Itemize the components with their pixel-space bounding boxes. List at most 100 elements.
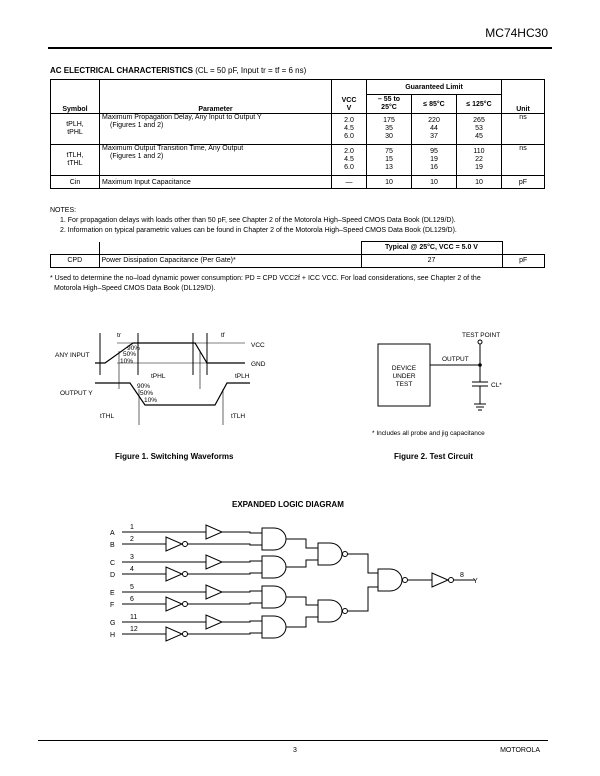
expanded-logic-diagram: A B C D E F G H 1 2 3 4 5 6 11 12 8 Y xyxy=(110,524,478,642)
input-d-label: D xyxy=(110,572,115,579)
row-vcc: 2.0 4.5 6.0 xyxy=(331,144,367,176)
input-waveform xyxy=(95,342,245,364)
cpd-footnote-line-2: Motorola High–Speed CMOS Data Book (DL12… xyxy=(54,285,216,292)
page-number: 3 xyxy=(293,747,297,754)
row-parameter: Maximum Input Capacitance xyxy=(99,175,332,189)
cell: 220 xyxy=(428,117,440,124)
footer-rule xyxy=(38,740,548,741)
row-parameter: Maximum Propagation Delay, Any Input to … xyxy=(99,113,332,145)
cell: 95 xyxy=(430,148,438,155)
tphl-label: tPHL xyxy=(151,373,166,380)
tthl-label: tTHL xyxy=(100,413,114,420)
cell: 35 xyxy=(385,125,393,132)
gnd-label: GND xyxy=(251,361,266,368)
buffer-gate xyxy=(205,524,223,540)
col-temp-125: ≤ 125°C xyxy=(456,94,502,114)
probe-capacitance-note: * Includes all probe and jig capacitance xyxy=(372,430,485,437)
input-b-label: B xyxy=(110,542,115,549)
header-rule xyxy=(48,47,552,49)
col-parameter: Parameter xyxy=(99,79,332,114)
col-guaranteed-limit: Guaranteed Limit xyxy=(366,79,502,95)
cpd-parameter: Power Dissipation Capacitance (Per Gate)… xyxy=(98,253,362,268)
device-under-test-box xyxy=(377,343,431,407)
output-y-label: Y xyxy=(473,578,478,585)
row-limit-25: 10 xyxy=(366,175,412,189)
output-90-label: 90% xyxy=(137,383,150,390)
col-vcc: VCC V xyxy=(331,79,367,114)
row-unit: pF xyxy=(501,175,545,189)
and-gate xyxy=(261,615,287,639)
output-waveform xyxy=(95,382,250,406)
tf-label: tf xyxy=(221,332,225,339)
wire xyxy=(222,560,262,563)
and-gate xyxy=(261,527,287,551)
wire xyxy=(185,572,262,575)
nand-gate-final xyxy=(377,568,408,592)
col-temp-25-a: – 55 to xyxy=(377,96,401,103)
input-c-label: C xyxy=(110,560,115,567)
row-symbol-a: tPLH, xyxy=(66,121,84,128)
cpd-footnote-line-1: * Used to determine the no–load dynamic … xyxy=(50,275,481,282)
cpd-value: 27 xyxy=(360,253,503,268)
buffer-gate xyxy=(205,584,223,600)
input-10-label: 10% xyxy=(120,358,133,365)
cell: 44 xyxy=(430,125,438,132)
output-50-label: 50% xyxy=(140,390,153,397)
wire xyxy=(286,616,318,628)
row-symbol: tTLH, tTHL xyxy=(50,144,100,176)
row-limit-85: 95 19 16 xyxy=(411,144,457,176)
input-e-label: E xyxy=(110,590,115,597)
pin-4-label: 4 xyxy=(130,566,134,573)
cell: 110 xyxy=(473,148,485,155)
note-2: 2. Information on typical parametric val… xyxy=(60,227,457,234)
cell: 30 xyxy=(385,133,393,140)
note-1: 1. For propagation delays with loads oth… xyxy=(60,217,456,224)
col-symbol: Symbol xyxy=(50,79,100,114)
test-circuit-diagram: TEST POINT OUTPUT DEVICE UNDER TEST CL* xyxy=(377,332,502,411)
row-parameter: Maximum Output Transition Time, Any Outp… xyxy=(99,144,332,176)
ttlh-label: tTLH xyxy=(231,413,245,420)
figure-1-caption: Figure 1. Switching Waveforms xyxy=(115,452,234,461)
wire xyxy=(185,602,262,605)
pin-3-label: 3 xyxy=(130,554,134,561)
input-h-label: H xyxy=(110,632,115,639)
input-f-label: F xyxy=(110,602,114,609)
nand-gate xyxy=(317,599,348,623)
row-symbol-b: tTHL xyxy=(67,160,83,167)
nand-gate xyxy=(317,542,348,566)
dut-label-2: UNDER xyxy=(392,373,415,380)
input-g-label: G xyxy=(110,620,115,627)
cpd-typical-header: Typical @ 25°C, VCC = 5.0 V xyxy=(360,241,503,255)
cell: 19 xyxy=(430,156,438,163)
any-input-label: ANY INPUT xyxy=(55,352,90,359)
row-unit: ns xyxy=(501,144,545,176)
empty-cell xyxy=(99,241,362,255)
inverter-gate xyxy=(165,536,188,552)
dut-label-3: TEST xyxy=(396,381,413,388)
ac-characteristics-table: Symbol Parameter VCC V Guaranteed Limit … xyxy=(50,79,545,189)
logic-diagram-title: EXPANDED LOGIC DIAGRAM xyxy=(232,500,344,509)
inverter-gate xyxy=(165,626,188,642)
output-inverter-gate xyxy=(431,572,454,588)
cpd-table: Typical @ 25°C, VCC = 5.0 V CPD Power Di… xyxy=(50,241,545,268)
buffer-gate xyxy=(205,614,223,630)
cell: 19 xyxy=(475,164,483,171)
row-limit-85: 220 44 37 xyxy=(411,113,457,145)
tr-label: tr xyxy=(117,332,122,339)
cell: 22 xyxy=(475,156,483,163)
empty-cell xyxy=(501,241,545,255)
row-limit-25: 75 15 13 xyxy=(366,144,412,176)
cpd-symbol: CPD xyxy=(50,253,100,268)
ac-title-text: AC ELECTRICAL CHARACTERISTICS xyxy=(50,66,193,75)
col-vcc-unit: V xyxy=(346,105,352,112)
row-symbol: tPLH, tPHL xyxy=(50,113,100,145)
inverter-gate xyxy=(165,596,188,612)
col-temp-25-b: 25°C xyxy=(381,104,397,111)
pin-5-label: 5 xyxy=(130,584,134,591)
cpd-unit: pF xyxy=(501,253,545,268)
and-gate xyxy=(261,585,287,609)
wire xyxy=(286,538,318,549)
pin-1-label: 1 xyxy=(130,524,134,531)
cell: 175 xyxy=(383,117,395,124)
col-vcc-label: VCC xyxy=(341,97,357,104)
